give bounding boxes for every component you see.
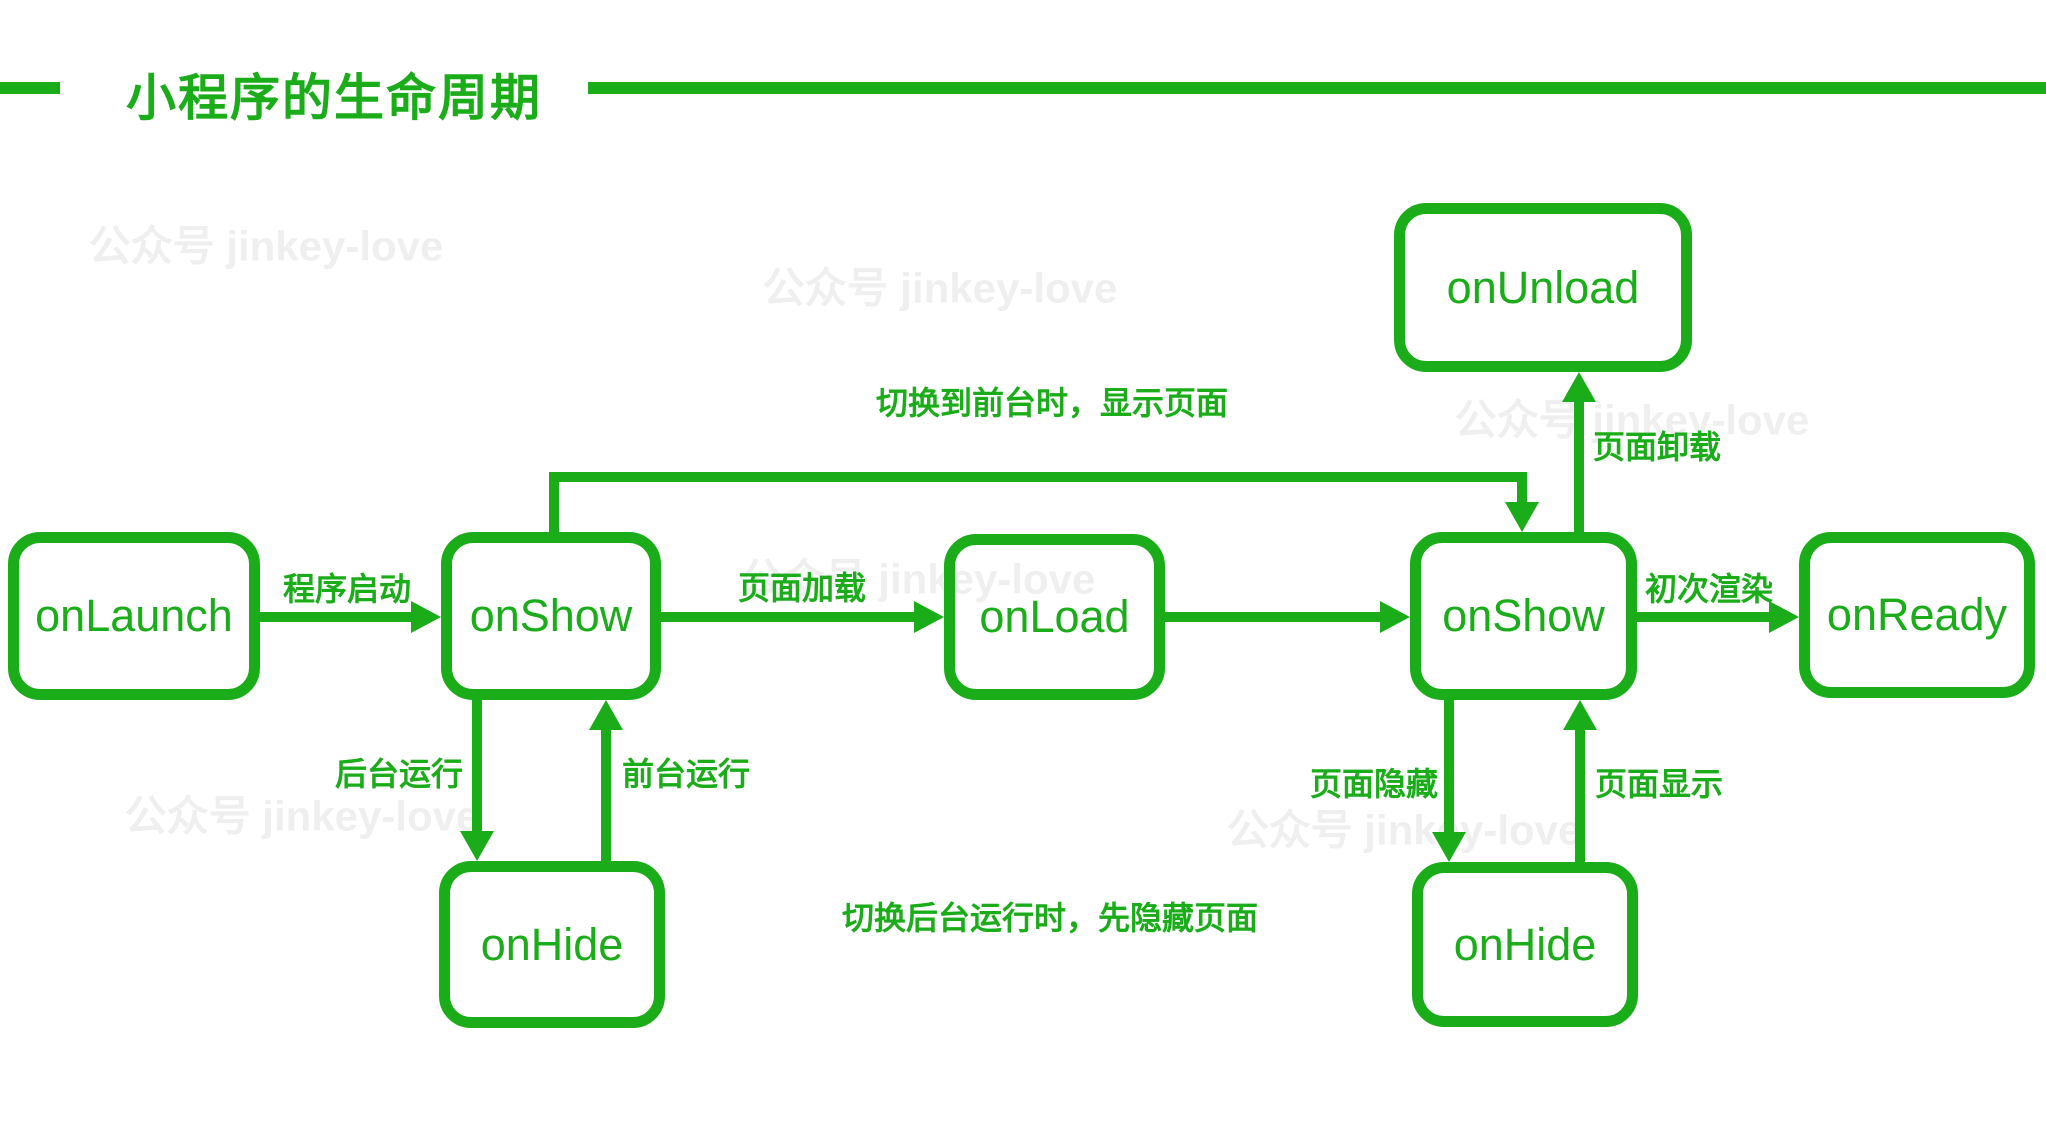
- watermark: 公众号 jinkey-love: [740, 555, 1096, 603]
- arrow-page-show-head: [1563, 700, 1597, 730]
- node-onready: onReady: [1799, 532, 2035, 698]
- watermark: 公众号 jinkey-love: [1226, 806, 1582, 854]
- watermark: 公众号 jinkey-love: [88, 222, 444, 270]
- arrow-page-unload-shaft: [1574, 402, 1584, 532]
- arrow-bg-run-shaft: [472, 700, 482, 831]
- arrow-page-show-shaft: [1575, 730, 1585, 862]
- annotation-to-foreground: 切换到前台时，显示页面: [875, 385, 1229, 421]
- arrow-page-load-shaft: [661, 612, 914, 622]
- watermark: 公众号 jinkey-love: [762, 264, 1118, 312]
- node-onhide-app-label: onHide: [480, 918, 624, 970]
- arrow-page-hide-shaft: [1444, 700, 1454, 832]
- node-onlaunch: onLaunch: [8, 532, 260, 700]
- edge-label-first-render: 初次渲染: [1644, 571, 1774, 607]
- edge-label-bg-run: 后台运行: [334, 756, 464, 792]
- node-onshow-page-label: onShow: [1442, 590, 1605, 641]
- edge-label-app-launch: 程序启动: [282, 571, 412, 607]
- node-onhide-app: onHide: [439, 861, 665, 1028]
- loop-line-down-shaft: [1517, 472, 1527, 502]
- arrow-bg-run-head: [460, 831, 494, 861]
- node-onshow-app: onShow: [441, 532, 661, 700]
- arrow-first-render-head: [1769, 601, 1799, 633]
- title-rule-left: [0, 82, 60, 94]
- annotation-to-background: 切换后台运行时，先隐藏页面: [841, 900, 1259, 936]
- arrow-app-launch-head: [411, 601, 441, 633]
- node-onload-label: onLoad: [979, 591, 1130, 642]
- edge-label-page-unload: 页面卸载: [1592, 429, 1722, 465]
- edge-label-page-hide: 页面隐藏: [1309, 766, 1439, 802]
- watermark: 公众号 jinkey-love: [124, 792, 480, 840]
- edge-label-fg-run: 前台运行: [621, 756, 751, 792]
- edge-label-page-show: 页面显示: [1594, 766, 1724, 802]
- node-onshow-page: onShow: [1410, 532, 1637, 700]
- title-rule-right: [588, 82, 2046, 94]
- arrow-fg-run-shaft: [601, 730, 611, 861]
- arrow-page-load-head: [914, 601, 944, 633]
- arrow-load-to-show-head: [1380, 601, 1410, 633]
- arrow-fg-run-head: [589, 700, 623, 730]
- arrow-app-launch-shaft: [260, 612, 411, 622]
- node-onlaunch-label: onLaunch: [35, 590, 233, 641]
- watermark: 公众号 jinkey-love: [1454, 396, 1810, 444]
- arrow-page-unload-head: [1562, 372, 1596, 402]
- node-onready-label: onReady: [1826, 589, 2008, 640]
- arrow-page-hide-head: [1432, 832, 1466, 862]
- arrow-load-to-show-shaft: [1165, 612, 1380, 622]
- node-onhide-page: onHide: [1412, 862, 1638, 1027]
- node-onshow-app-label: onShow: [469, 590, 633, 641]
- node-onunload-label: onUnload: [1446, 261, 1640, 313]
- node-onhide-page-label: onHide: [1453, 918, 1597, 970]
- node-onload: onLoad: [944, 534, 1165, 700]
- loop-arrowhead-down: [1505, 502, 1539, 532]
- edge-label-page-load: 页面加载: [737, 570, 867, 606]
- arrow-first-render-shaft: [1637, 612, 1769, 622]
- loop-line-up: [549, 472, 559, 532]
- node-onunload: onUnload: [1394, 203, 1692, 372]
- page-title: 小程序的生命周期: [126, 70, 542, 126]
- loop-line-horizontal: [549, 472, 1527, 482]
